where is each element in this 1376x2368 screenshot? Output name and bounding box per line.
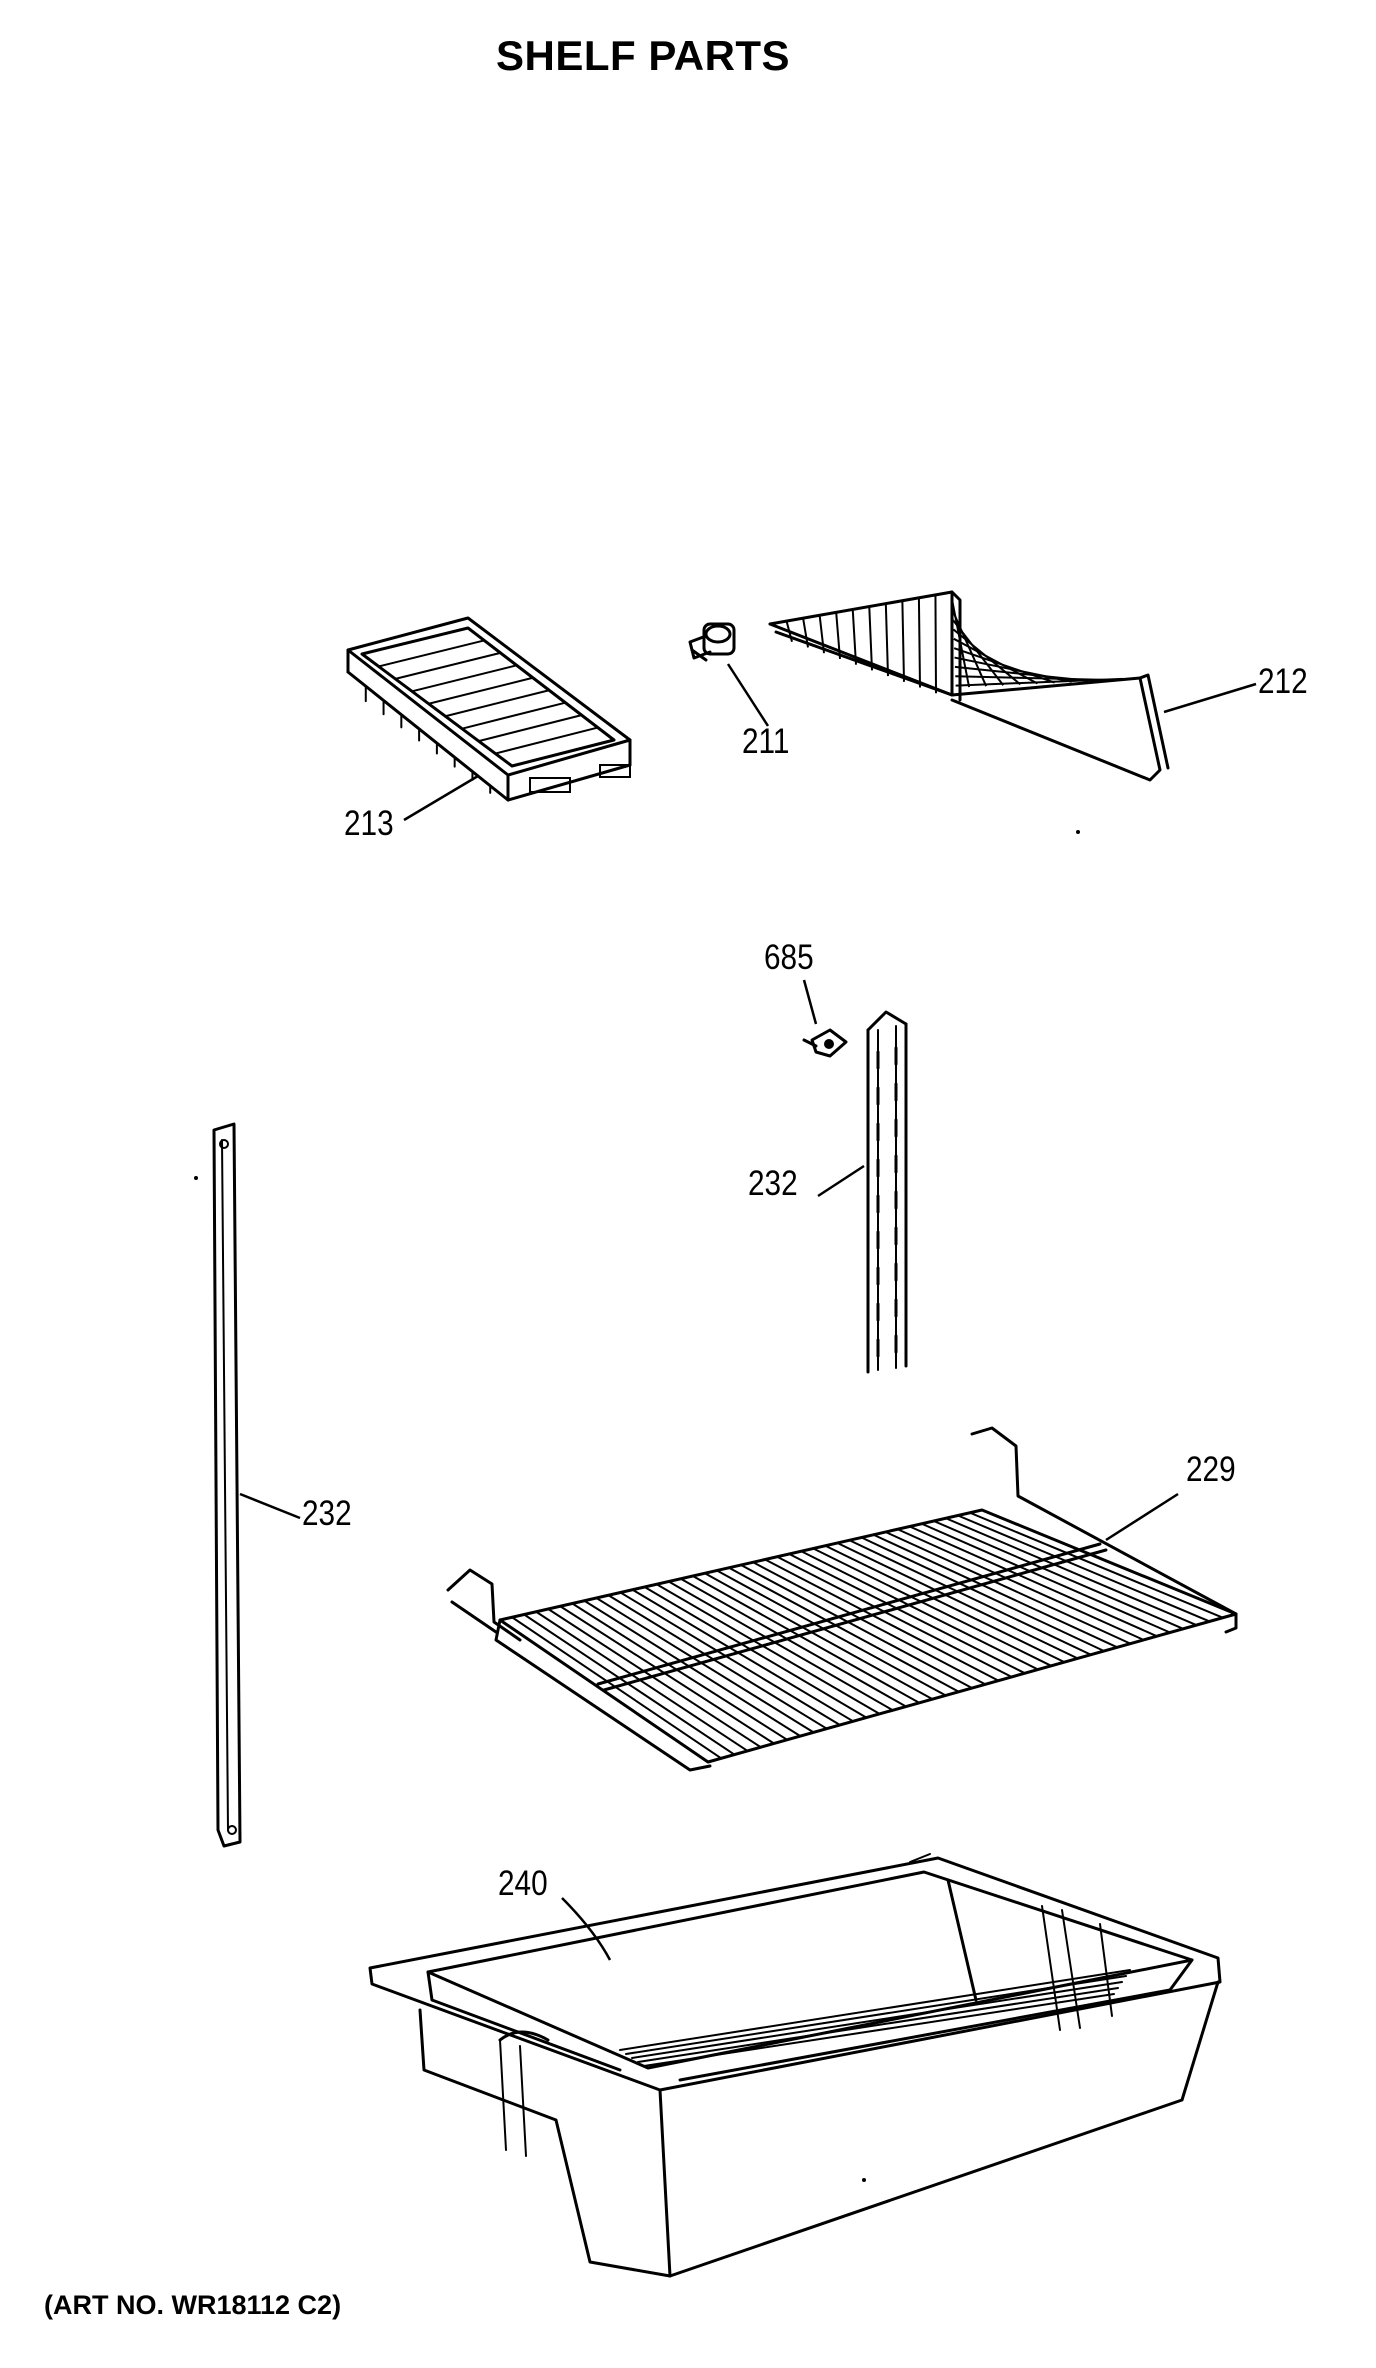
callout-232-left: 232 — [302, 1494, 352, 1533]
leader-212 — [1163, 682, 1257, 714]
leader-213 — [403, 774, 479, 822]
wire-shelf-229 — [446, 1426, 1238, 1772]
leader-211 — [726, 663, 770, 727]
leader-240 — [561, 1897, 612, 1961]
shelf-ladder-232-right — [866, 1010, 908, 1374]
ice-tray-213 — [346, 616, 632, 802]
leader-232-right — [817, 1164, 865, 1198]
leader-232-left — [239, 1492, 301, 1520]
callout-232-right: 232 — [748, 1164, 798, 1203]
callout-213: 213 — [344, 804, 394, 843]
art-number: (ART NO. WR18112 C2) — [44, 2290, 342, 2320]
callout-229: 229 — [1186, 1450, 1236, 1489]
wire-shelf-212 — [768, 590, 1170, 782]
leader-229 — [1105, 1492, 1179, 1542]
page-title: SHELF PARTS — [496, 32, 791, 79]
leader-685 — [802, 979, 818, 1025]
callout-211: 211 — [742, 722, 790, 761]
support-stud-211 — [688, 622, 736, 662]
screw-685 — [802, 1028, 848, 1058]
shelf-ladder-232-left — [212, 1122, 242, 1848]
callout-685: 685 — [764, 938, 814, 977]
callout-240: 240 — [498, 1864, 548, 1903]
callout-212: 212 — [1258, 662, 1308, 701]
pan-240 — [368, 1853, 1222, 2278]
